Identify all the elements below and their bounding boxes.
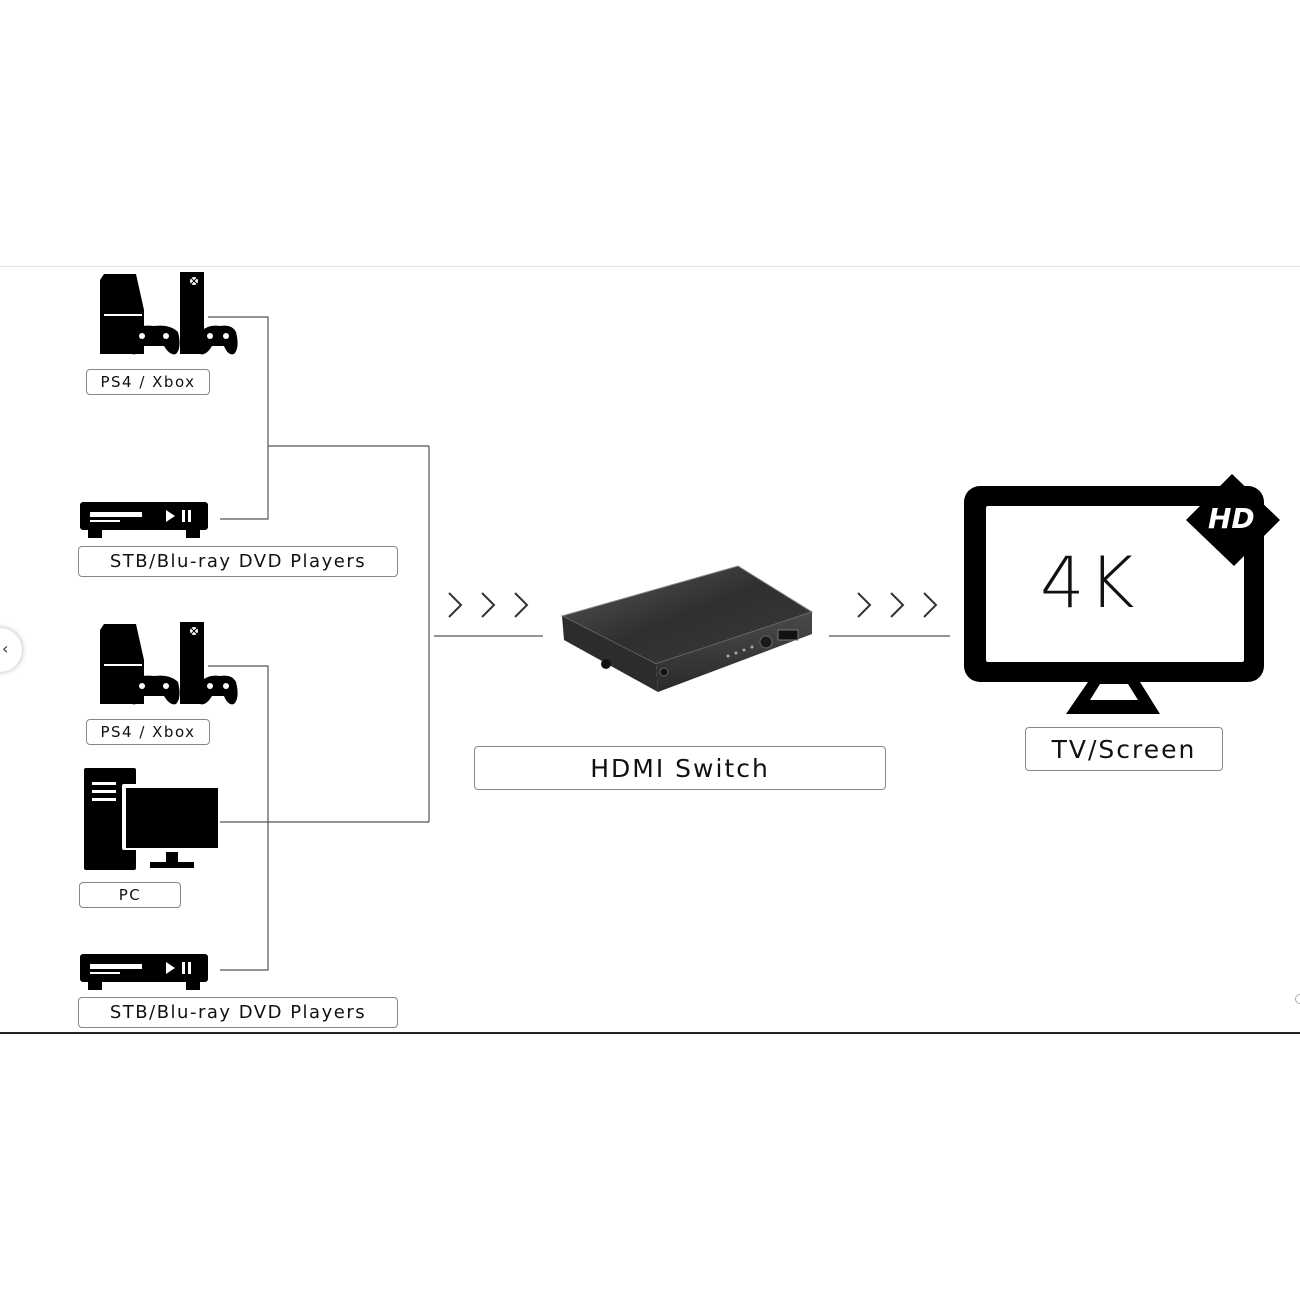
arrows-to-switch [448,592,529,618]
tv-icon [964,474,1280,714]
blu-ray-player-icon [80,502,208,538]
tv-screen-text: 4K [1040,542,1139,624]
panel-top-border [0,266,1300,267]
source-label-pc: PC [79,882,181,908]
prev-arrow-button[interactable]: ‹ [0,628,22,672]
desktop-computer-icon [84,768,220,870]
panel-bottom-border [0,1032,1300,1034]
source-label-stb-1: STB/Blu-ray DVD Players [78,546,398,577]
hdmi-switch-label: HDMI Switch [474,746,886,790]
tv-screen-label: TV/Screen [1025,727,1223,771]
next-indicator [1295,994,1300,1004]
source-label-ps4-xbox-2: PS4 / Xbox [86,719,210,745]
hd-badge-text: HD [1208,502,1255,535]
chevron-left-icon: ‹ [2,639,9,658]
source-label-ps4-xbox-1: PS4 / Xbox [86,369,210,395]
game-console-icon [100,622,238,705]
source-label-stb-2: STB/Blu-ray DVD Players [78,997,398,1028]
hdmi-switch-device-icon [560,565,814,692]
game-console-icon [100,272,238,355]
arrows-to-tv [857,592,938,618]
blu-ray-player-icon [80,954,208,990]
